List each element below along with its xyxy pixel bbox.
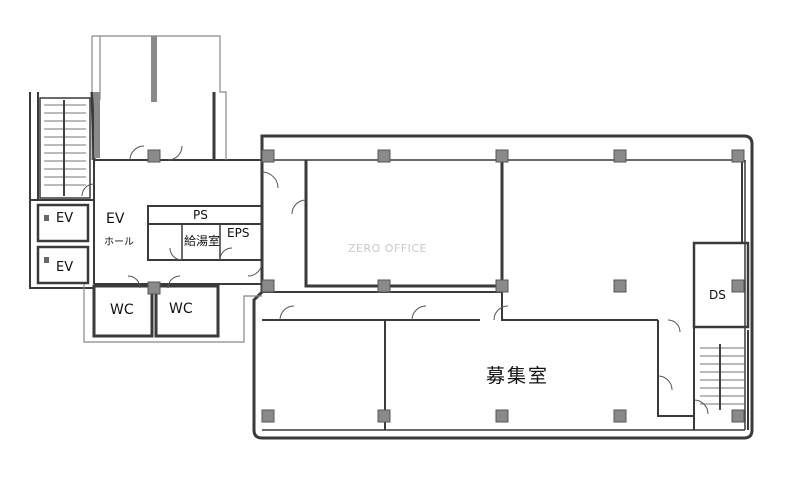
door-swing bbox=[219, 247, 233, 261]
door-swing bbox=[693, 399, 709, 415]
ev-shaft-upper bbox=[36, 203, 90, 243]
balcony-post-center bbox=[151, 36, 157, 102]
wc-right-label: WC bbox=[169, 301, 193, 317]
main-outer-wall bbox=[252, 134, 754, 440]
wc-left-room bbox=[92, 284, 154, 338]
column bbox=[613, 149, 627, 163]
door-swing bbox=[667, 319, 681, 333]
door-swing bbox=[279, 305, 295, 321]
watermark: ZERO OFFICE bbox=[348, 242, 427, 255]
door-swing bbox=[291, 199, 307, 215]
column bbox=[261, 149, 275, 163]
right-office-room-wall bbox=[501, 160, 743, 321]
balcony-post-left bbox=[94, 92, 100, 158]
door-swing bbox=[167, 145, 183, 161]
kitchen-eps-block bbox=[147, 223, 263, 261]
right-stair-treads bbox=[700, 344, 744, 410]
column bbox=[613, 409, 627, 423]
column bbox=[377, 409, 391, 423]
left-stair-treads bbox=[44, 100, 86, 196]
column bbox=[495, 409, 509, 423]
corridor-wall bbox=[262, 291, 502, 321]
ev-lower-label: EV bbox=[56, 260, 74, 275]
door-swing bbox=[169, 247, 183, 261]
balcony-wall-left bbox=[90, 91, 96, 161]
column-grid bbox=[147, 149, 745, 423]
door-swing bbox=[657, 375, 673, 391]
kitchen-divider bbox=[181, 224, 221, 260]
ds-label: DS bbox=[709, 288, 726, 302]
eps-label: EPS bbox=[227, 226, 250, 240]
door-swing bbox=[261, 171, 279, 189]
column bbox=[147, 281, 161, 295]
door-swing bbox=[493, 305, 509, 321]
column bbox=[731, 149, 745, 163]
ps-label: PS bbox=[193, 208, 208, 222]
column bbox=[261, 279, 275, 293]
ev-upper-label: EV bbox=[56, 211, 74, 226]
ev-markers bbox=[44, 215, 49, 263]
door-swing bbox=[81, 183, 95, 197]
ds-shaft bbox=[692, 241, 750, 329]
ev-hall-label-line1: EV bbox=[106, 211, 125, 227]
balcony-outline bbox=[91, 35, 227, 160]
column bbox=[495, 149, 509, 163]
wc-left-label: WC bbox=[110, 302, 134, 318]
column bbox=[377, 149, 391, 163]
column bbox=[147, 149, 161, 163]
wc-outer bbox=[83, 284, 262, 343]
column bbox=[731, 409, 745, 423]
column bbox=[613, 279, 627, 293]
upper-office-room-wall bbox=[304, 160, 504, 288]
left-stair-box bbox=[39, 97, 91, 199]
door-swing bbox=[129, 145, 145, 161]
column bbox=[731, 279, 745, 293]
left-core-wall bbox=[29, 92, 94, 289]
vacant-room-label: 募集室 bbox=[486, 365, 550, 387]
ev-shaft-lower bbox=[36, 245, 90, 285]
door-swing bbox=[411, 305, 427, 321]
door-swing bbox=[167, 275, 181, 289]
kitchen-label: 給湯室 bbox=[184, 234, 221, 248]
column bbox=[377, 279, 391, 293]
door-swing bbox=[127, 275, 141, 289]
column bbox=[495, 279, 509, 293]
door-swing bbox=[247, 261, 263, 277]
right-stair-room-wall bbox=[657, 320, 749, 430]
core-outer-wall bbox=[93, 159, 263, 292]
ev-hall-label-line2: ホール bbox=[104, 237, 134, 248]
column bbox=[261, 409, 275, 423]
wc-right-room bbox=[154, 284, 220, 338]
